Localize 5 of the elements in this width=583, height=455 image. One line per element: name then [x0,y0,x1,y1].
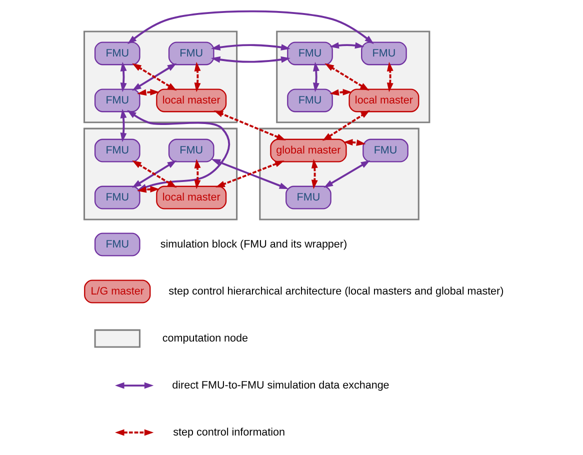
legend-label: step control hierarchical architecture (local masters and global master) [168,285,504,298]
legend-label: simulation block (FMU and its wrapper) [160,238,348,250]
legend-label: computation node [162,332,248,344]
legend-label: direct FMU-to-FMU simulation data exchange [172,379,390,392]
legend-label: step control information [173,426,286,438]
